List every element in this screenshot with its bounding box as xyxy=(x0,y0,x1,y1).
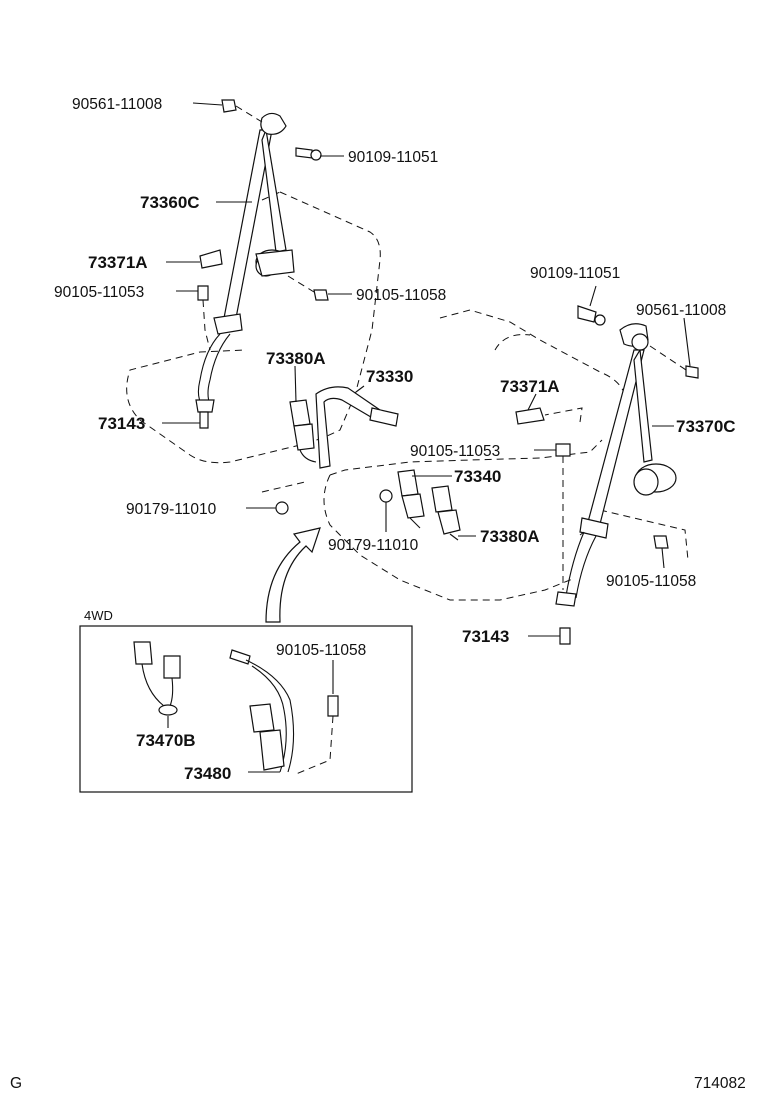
label-90105-11058-right: 90105-11058 xyxy=(606,573,696,590)
bolt-90109-right xyxy=(577,305,606,326)
bolt-90105-11053-left xyxy=(197,285,211,351)
footer-figure-number: 714082 xyxy=(694,1075,746,1092)
label-73360c: 73360C xyxy=(140,193,200,212)
label-90179-11010-left: 90179-11010 xyxy=(126,501,217,518)
label-90105-11058-left: 90105-11058 xyxy=(356,287,446,304)
bolt-90105-11058-right xyxy=(653,535,669,549)
label-73380a-right: 73380A xyxy=(480,527,540,546)
leader-lines xyxy=(162,102,691,773)
label-90561-11008-top-left: 90561-11008 xyxy=(72,96,162,113)
inset-box xyxy=(79,625,413,793)
label-90109-11051-right: 90109-11051 xyxy=(530,265,620,282)
label-90105-11053-right: 90105-11053 xyxy=(410,443,500,460)
inset-pointer-arrow xyxy=(265,527,321,623)
label-90179-11010-center: 90179-11010 xyxy=(328,537,419,554)
label-90109-11051-top-left: 90109-11051 xyxy=(348,149,438,166)
anchor-73143-left xyxy=(199,411,209,429)
cover-73371a-right xyxy=(515,407,545,425)
buckle-73380a-left xyxy=(289,399,317,463)
buckle-73340 xyxy=(397,469,425,529)
buckle-73380a-right xyxy=(431,485,461,541)
label-73380a-left: 73380A xyxy=(266,349,326,368)
center-lap-belt-73330 xyxy=(315,386,399,469)
bolt-90561-top-left xyxy=(221,99,263,123)
label-73480: 73480 xyxy=(184,764,231,783)
label-73370c: 73370C xyxy=(676,417,736,436)
inset-bolt-90105-11058 xyxy=(295,695,339,775)
cover-73371a-left xyxy=(199,249,223,269)
label-inset-90105-11058: 90105-11058 xyxy=(276,642,366,659)
inset-buckle-73470b xyxy=(133,641,181,716)
inset-title-4wd: 4WD xyxy=(84,608,113,623)
bolt-90105-11058-left xyxy=(287,275,329,301)
footer-left-code: G xyxy=(10,1075,22,1092)
label-90105-11053-left: 90105-11053 xyxy=(54,284,144,301)
left-shoulder-belt-73360c xyxy=(195,112,295,413)
bolt-90109-top-left xyxy=(295,147,322,161)
bolt-90105-11053-right xyxy=(555,443,571,590)
label-73371a-left: 73371A xyxy=(88,253,148,272)
label-73371a-right: 73371A xyxy=(500,377,560,396)
label-90561-11008-right: 90561-11008 xyxy=(636,302,726,319)
label-73340: 73340 xyxy=(454,467,501,486)
inset-belt-73480 xyxy=(229,649,295,773)
right-shoulder-belt-73370c xyxy=(555,323,677,607)
nut-90179-center xyxy=(379,489,393,503)
bolt-90561-right xyxy=(649,345,699,379)
left-seat-outline xyxy=(126,191,381,464)
label-73143-right: 73143 xyxy=(462,627,509,646)
nut-90179-left xyxy=(275,501,289,515)
label-73143-left: 73143 xyxy=(98,414,145,433)
anchor-73143-right xyxy=(559,627,571,645)
label-73470b: 73470B xyxy=(136,731,196,750)
label-73330: 73330 xyxy=(366,367,413,386)
